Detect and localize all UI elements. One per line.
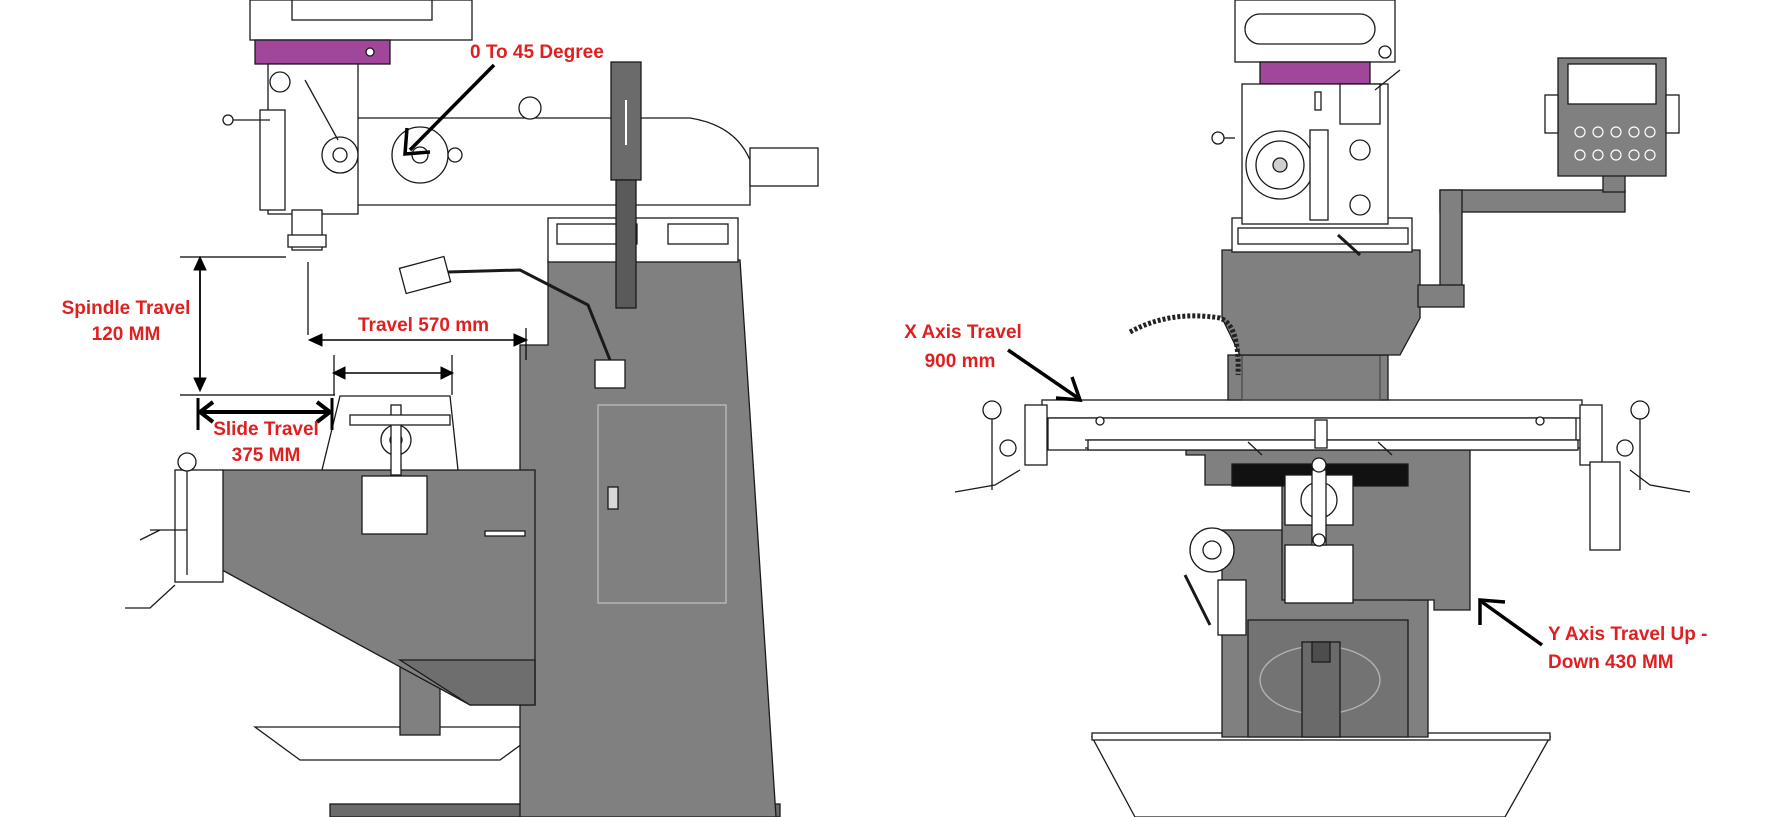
side-knee-crank xyxy=(177,452,197,472)
annotation-labels: 0 To 45 Degree Spindle Travel 120 MM Tra… xyxy=(62,42,1708,673)
x-axis-label-line2: 900 mm xyxy=(925,351,996,372)
tilt-label: 0 To 45 Degree xyxy=(470,42,604,63)
dro-arm-base xyxy=(1417,284,1465,308)
side-column xyxy=(519,259,777,817)
front-coolant-hose xyxy=(1128,313,1241,376)
side-door-latch xyxy=(607,486,619,510)
front-base-pan xyxy=(1090,736,1552,817)
side-view xyxy=(125,0,819,817)
front-upper-body xyxy=(1221,249,1421,356)
front-left-handwheel xyxy=(982,400,1002,420)
front-head-slot xyxy=(1244,13,1376,45)
front-right-handwheel xyxy=(1630,400,1650,420)
travel-570-label: Travel 570 mm xyxy=(358,315,489,336)
front-elevating-screw xyxy=(1301,641,1341,738)
y-axis-arrow xyxy=(1480,600,1544,647)
slide-travel-label-line1: Slide Travel xyxy=(213,419,319,440)
front-turret xyxy=(1227,354,1389,401)
side-vise-jaws xyxy=(349,414,451,426)
side-knee-slot xyxy=(484,530,526,537)
side-feed-handle xyxy=(398,255,452,295)
spindle-travel-label-line2: 120 MM xyxy=(92,324,161,345)
side-base-pan xyxy=(253,726,547,761)
front-saddle-lower xyxy=(1284,544,1354,604)
side-lift-ring xyxy=(518,96,542,120)
front-table-end-left xyxy=(1024,404,1048,466)
front-knee-lever-box xyxy=(1217,579,1247,636)
dro-screen xyxy=(1567,63,1657,105)
dro-arm-horizontal xyxy=(1439,189,1626,213)
spindle-travel-label-line1: Spindle Travel xyxy=(62,298,191,319)
y-axis-label-line2: Down 430 MM xyxy=(1548,652,1674,673)
tilt-arrow xyxy=(408,63,496,152)
dro-keypad xyxy=(1574,126,1656,161)
front-head-purple-band xyxy=(1259,61,1371,85)
front-table-top xyxy=(1041,399,1583,419)
front-table-slide xyxy=(1087,439,1579,451)
x-axis-label-line1: X Axis Travel xyxy=(904,322,1022,343)
side-column-door xyxy=(597,404,727,604)
y-axis-label-line1: Y Axis Travel Up - xyxy=(1548,624,1707,645)
side-ram-tail xyxy=(749,147,819,187)
side-dimensions xyxy=(180,63,529,430)
front-table-end-right xyxy=(1579,404,1603,466)
front-view xyxy=(954,0,1691,817)
x-axis-arrow xyxy=(1007,348,1079,400)
side-knee-crank-housing xyxy=(174,469,224,583)
slide-travel-label-line2: 375 MM xyxy=(232,445,301,466)
side-knee-lower xyxy=(397,659,536,706)
side-saddle xyxy=(361,475,428,535)
front-dimensions xyxy=(1007,348,1544,647)
